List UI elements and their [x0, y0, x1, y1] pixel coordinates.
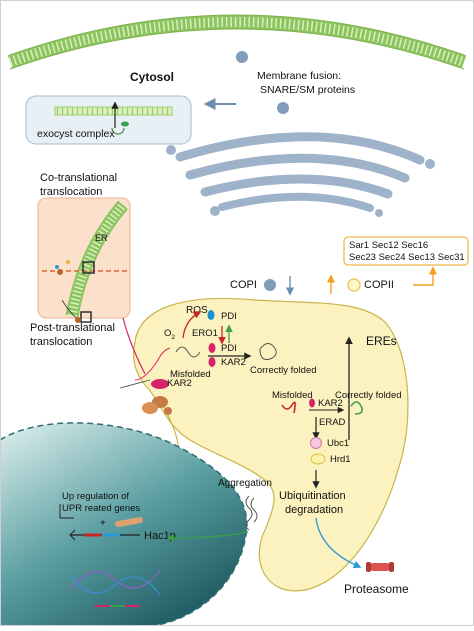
- kar2-membrane-label: KAR2: [167, 378, 192, 389]
- degradation-arrow: [315, 517, 362, 569]
- eres-label: EREs: [366, 334, 397, 348]
- misfolded-right-label: Misfolded: [272, 390, 313, 401]
- aggregation-arrow: [166, 531, 249, 542]
- copii-box: Sar1 Sec12 Sec16 Sec23 Sec24 Sec13 Sec31: [343, 236, 469, 266]
- kar2-link-line: [134, 347, 171, 381]
- vesicle-fusion: [277, 102, 289, 114]
- posttrans-label-1: Post-translational: [30, 322, 115, 334]
- erad-group: Misfolded KAR2 Correctly folded ERAD Ubc…: [272, 390, 402, 489]
- dna-helix: [69, 569, 161, 607]
- plus-sign: +: [100, 518, 106, 529]
- upr-label-2: UPR reated genes: [62, 503, 140, 514]
- oxidative-folding: ROS O2 PDI ERO1 PDI KAR2 Misfolded Corre…: [164, 305, 317, 380]
- er-lumen: [133, 297, 409, 592]
- upr-label-1: Up regulation of: [62, 491, 129, 502]
- ubiquitination-label-2: degradation: [285, 504, 343, 516]
- copii-box-arrow: [413, 266, 438, 286]
- copii-proteins-line2: Sec23 Sec24 Sec13 Sec31: [349, 252, 465, 263]
- membrane-fusion-label-1: Membrane fusion:: [257, 70, 341, 82]
- kar2-membrane-cluster: [142, 379, 172, 415]
- translocation-box: ER: [37, 197, 131, 323]
- proteasome-label: Proteasome: [344, 582, 409, 596]
- hrd1-label: Hrd1: [330, 454, 351, 465]
- copi-label: COPI: [230, 279, 257, 291]
- aggregation-label: Aggregation: [218, 478, 272, 489]
- ero1-label: ERO1: [192, 328, 218, 339]
- o2-label: O2: [164, 328, 175, 341]
- kar2-right-label: KAR2: [318, 398, 343, 409]
- pdi-top-label: PDI: [221, 311, 237, 322]
- copii-proteins-line1: Sar1 Sec12 Sec16: [349, 240, 428, 251]
- plasma-membrane: [7, 14, 467, 70]
- exocyst-box: exocyst complex: [25, 95, 192, 145]
- correctly-folded-right-label: Correctly folded: [335, 390, 402, 401]
- ubc1-label: Ubc1: [327, 438, 349, 449]
- ubiquitination-label-1: Ubiquitination: [279, 490, 346, 502]
- misfolded-left-label: Misfolded: [170, 369, 211, 380]
- cytosol-label: Cytosol: [130, 70, 174, 84]
- proteasome-icon: [366, 562, 394, 572]
- ros-label: ROS: [186, 305, 208, 316]
- kar2-mid-label: KAR2: [221, 357, 246, 368]
- posttrans-label-2: translocation: [30, 336, 92, 348]
- pdi-mid-label: PDI: [221, 343, 237, 354]
- copi-vesicle: [264, 279, 276, 291]
- hac1p-label: Hac1p: [144, 530, 176, 542]
- translocation-connector: [122, 317, 146, 375]
- correctly-folded-left-label: Correctly folded: [250, 365, 317, 376]
- erad-label: ERAD: [319, 417, 346, 428]
- membrane-fusion-label-2: SNARE/SM proteins: [260, 84, 355, 96]
- cotrans-label-2: translocation: [40, 186, 102, 198]
- copii-vesicle: [347, 278, 361, 292]
- cotrans-label-1: Co-translational: [40, 172, 117, 184]
- golgi-apparatus: [166, 132, 435, 217]
- vesicle-top: [236, 51, 248, 63]
- copii-label: COPII: [364, 279, 394, 291]
- exocyst-label: exocyst complex: [37, 128, 115, 140]
- er-label: ER: [95, 233, 108, 243]
